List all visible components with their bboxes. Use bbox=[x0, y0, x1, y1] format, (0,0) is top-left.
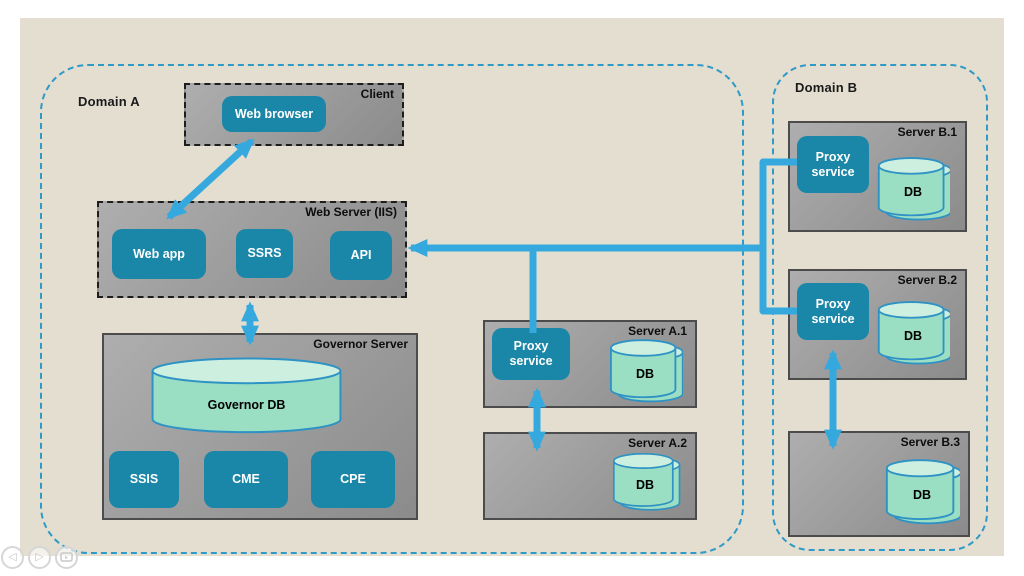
web-app-node: Web app bbox=[112, 229, 206, 279]
cme-node: CME bbox=[204, 451, 288, 508]
client-box-label: Client bbox=[360, 87, 394, 101]
api-node: API bbox=[330, 231, 392, 280]
ssrs-label: SSRS bbox=[247, 246, 282, 260]
viewer-nav-controls: ◁ ▷ bbox=[1, 546, 78, 569]
database-cylinder-icon bbox=[877, 157, 950, 221]
cpe-node: CPE bbox=[311, 451, 395, 508]
previous-icon: ◁ bbox=[8, 551, 17, 563]
ssis-label: SSIS bbox=[129, 472, 159, 486]
governor-server-box-label: Governor Server bbox=[313, 337, 408, 351]
present-icon bbox=[60, 552, 73, 562]
proxy-service-a1-label: Proxy service bbox=[509, 339, 553, 368]
database-cylinder-icon bbox=[885, 459, 960, 525]
db-b3-label: DB bbox=[912, 488, 932, 503]
db-cylinder-b3: DB bbox=[884, 454, 960, 530]
api-label: API bbox=[350, 248, 372, 262]
db-b1-label: DB bbox=[903, 184, 923, 199]
domain-a-label: Domain A bbox=[78, 94, 140, 109]
database-cylinder-icon bbox=[151, 357, 342, 434]
server-b2-label: Server B.2 bbox=[897, 273, 957, 287]
previous-slide-button[interactable]: ◁ bbox=[1, 546, 24, 569]
db-cylinder-b1: DB bbox=[876, 152, 950, 226]
domain-a-boundary: Domain A bbox=[40, 64, 744, 554]
server-b1-label: Server B.1 bbox=[897, 125, 957, 139]
web-browser-label: Web browser bbox=[234, 106, 314, 121]
next-icon: ▷ bbox=[35, 551, 44, 563]
web-browser-node: Web browser bbox=[222, 96, 326, 132]
db-cylinder-a2: DB bbox=[607, 450, 683, 514]
ssrs-node: SSRS bbox=[236, 229, 293, 278]
server-a1-label: Server A.1 bbox=[628, 324, 687, 338]
proxy-service-b1-label: Proxy service bbox=[811, 149, 855, 179]
server-b3-label: Server B.3 bbox=[900, 435, 960, 449]
db-a1-label: DB bbox=[635, 366, 655, 381]
proxy-service-b2-node: Proxy service bbox=[797, 283, 869, 340]
governor-db-label: Governor DB bbox=[207, 398, 286, 413]
database-cylinder-icon bbox=[877, 301, 950, 365]
next-slide-button[interactable]: ▷ bbox=[28, 546, 51, 569]
present-mode-button[interactable] bbox=[55, 546, 78, 569]
db-cylinder-a1: DB bbox=[607, 336, 683, 406]
db-b2-label: DB bbox=[903, 328, 923, 343]
cpe-label: CPE bbox=[340, 472, 366, 486]
database-cylinder-icon bbox=[613, 452, 681, 511]
db-cylinder-b2: DB bbox=[876, 296, 950, 370]
database-cylinder-icon bbox=[610, 339, 683, 403]
db-a2-label: DB bbox=[635, 477, 655, 492]
proxy-service-b1-node: Proxy service bbox=[797, 136, 869, 193]
proxy-service-a1-node: Proxy service bbox=[492, 328, 570, 380]
client-box: Client bbox=[184, 83, 404, 146]
web-server-box-label: Web Server (IIS) bbox=[305, 205, 397, 219]
cme-label: CME bbox=[232, 472, 260, 486]
server-a2-label: Server A.2 bbox=[628, 436, 687, 450]
web-app-label: Web app bbox=[133, 246, 185, 261]
proxy-service-b2-label: Proxy service bbox=[811, 296, 855, 326]
ssis-node: SSIS bbox=[109, 451, 179, 508]
governor-db-cylinder: Governor DB bbox=[150, 357, 343, 446]
domain-b-label: Domain B bbox=[795, 80, 858, 95]
